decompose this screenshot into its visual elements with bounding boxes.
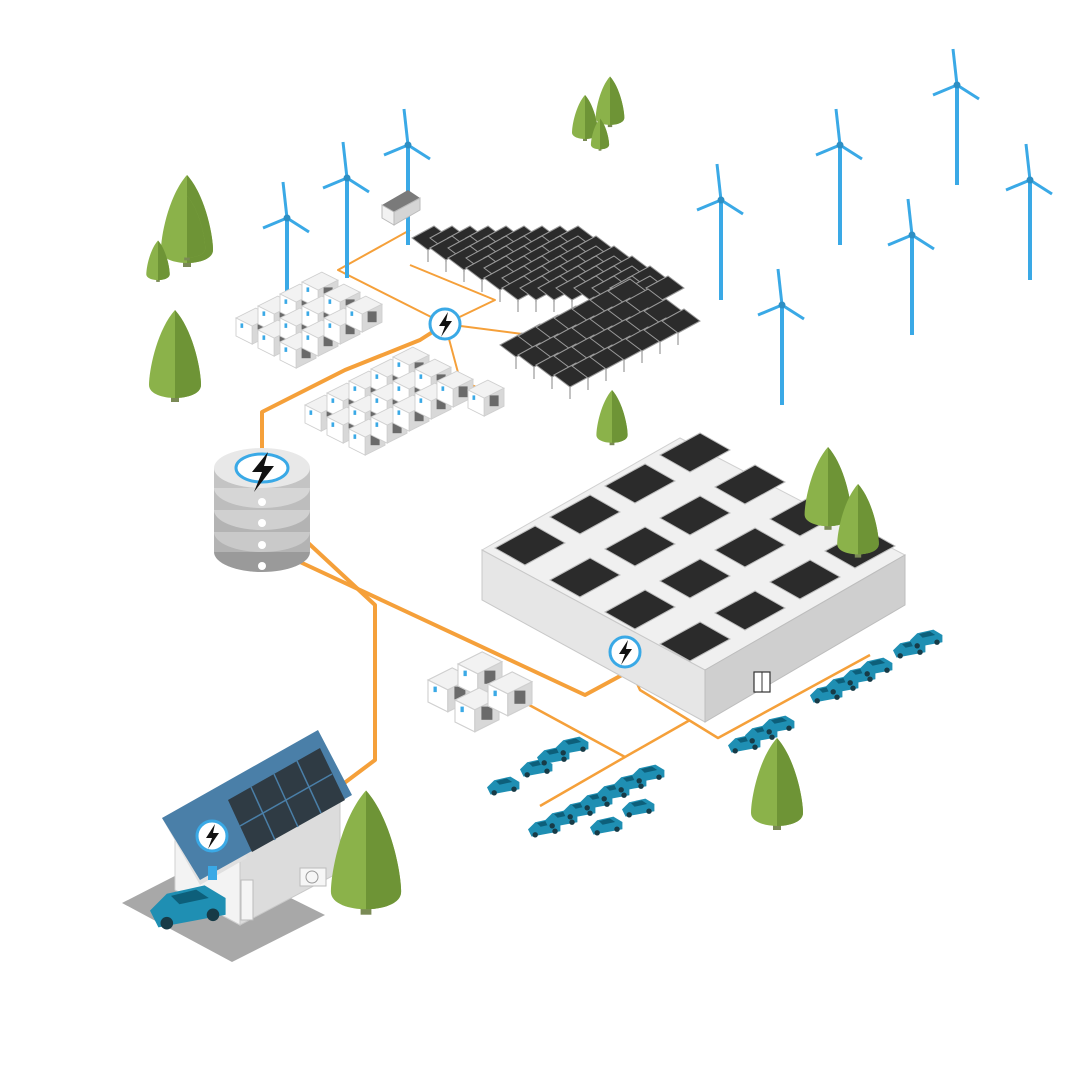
battery-storage-cluster-lower [304,346,505,456]
car-icon [556,736,589,756]
roof-solar-panel [603,589,677,630]
factory-roof-solar [493,432,897,662]
factory-building [480,432,907,723]
roof-solar-panel [548,494,622,535]
wind-turbine-icon [756,267,806,407]
lightning-bolt-icon [608,635,642,669]
residential-house [122,730,352,962]
storage-shed [381,190,421,226]
car-icon [487,776,520,796]
roof-solar-panel [548,557,622,598]
car-icon [762,715,795,735]
tree-icon [596,390,628,446]
roof-solar-panel [713,464,787,505]
tree-icon [330,790,402,915]
car-icon [622,798,655,818]
tree-icon [149,310,201,402]
wind-turbine-icon [1004,142,1054,282]
lightning-bolt-icon [195,819,229,853]
roof-solar-panel [713,590,787,631]
roof-solar-panel [603,463,677,504]
roof-solar-panel [658,432,732,473]
lightning-bolt-icon [234,452,290,492]
roof-solar-panel [658,558,732,599]
roof-solar-panel [713,527,787,568]
roof-solar-panel [603,526,677,567]
car-icon [632,764,665,784]
roof-solar-panel [493,525,567,566]
car-icon [910,629,943,649]
central-battery-storage [214,448,310,572]
wind-turbine-icon [814,107,864,247]
car-icon [590,816,623,836]
wind-turbines [261,47,1054,407]
tree-icon [751,738,803,830]
wind-turbine-icon [382,107,432,247]
wind-turbine-icon [695,162,745,302]
lightning-bolt-icon [428,307,462,341]
wind-turbine-icon [886,197,936,337]
roof-solar-panel [658,495,732,536]
solar-farm-lower [499,278,701,400]
roof-solar-panel [658,621,732,662]
wind-turbine-icon [931,47,981,187]
car-icon [860,657,893,677]
battery-storage-cluster-upper [235,271,383,369]
roof-solar-panel [768,559,842,600]
